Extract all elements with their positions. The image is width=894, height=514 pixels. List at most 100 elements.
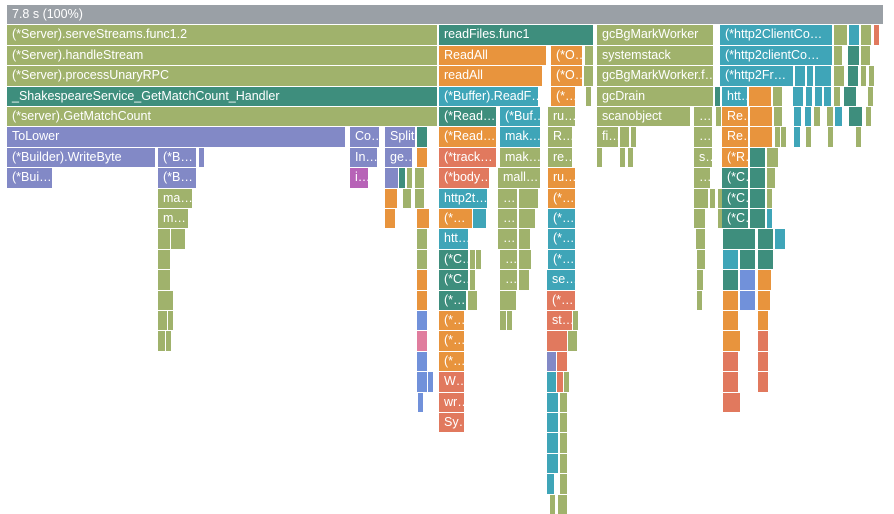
flame-cell[interactable]: (*Buf… <box>500 107 540 127</box>
flame-cell-fragment[interactable] <box>767 188 772 208</box>
flame-cell-fragment[interactable] <box>417 331 427 351</box>
flame-cell[interactable]: (*… <box>439 331 464 351</box>
flame-cell[interactable]: ru… <box>548 168 575 188</box>
flame-cell-fragment[interactable] <box>837 45 842 66</box>
flame-cell[interactable]: (*Builder).WriteByte <box>7 147 155 168</box>
flame-cell[interactable]: ru… <box>548 107 575 127</box>
flame-cell-fragment[interactable] <box>874 25 879 45</box>
flame-cell-fragment[interactable] <box>557 372 563 392</box>
flame-cell-fragment[interactable] <box>723 270 738 290</box>
flame-cell-fragment[interactable] <box>620 127 629 147</box>
flame-cell-fragment[interactable] <box>470 249 475 270</box>
flame-cell-fragment[interactable] <box>750 147 765 168</box>
flame-cell[interactable]: _ShakespeareService_GetMatchCount_Handle… <box>7 86 437 106</box>
flame-cell-fragment[interactable] <box>158 270 170 290</box>
flame-cell-fragment[interactable] <box>767 147 778 168</box>
flame-cell-fragment[interactable] <box>815 86 822 106</box>
flame-cell[interactable]: 7.8 s (100%) <box>7 5 883 25</box>
flame-cell[interactable]: st… <box>547 311 572 331</box>
flame-cell-fragment[interactable] <box>166 331 171 351</box>
flame-cell[interactable]: (*B… <box>158 147 196 168</box>
flame-cell[interactable]: (*… <box>548 188 575 208</box>
flame-cell-fragment[interactable] <box>519 249 531 270</box>
flame-cell[interactable]: ma… <box>158 188 192 208</box>
flame-cell-fragment[interactable] <box>519 229 530 249</box>
flame-cell[interactable]: … <box>498 229 517 249</box>
flame-cell-fragment[interactable] <box>834 25 847 45</box>
flame-cell-fragment[interactable] <box>174 229 179 249</box>
flame-cell-fragment[interactable] <box>586 86 591 106</box>
flame-cell-fragment[interactable] <box>560 453 567 474</box>
flame-cell-fragment[interactable] <box>476 249 481 270</box>
flame-cell[interactable]: (*Read… <box>439 127 496 147</box>
flame-cell-fragment[interactable] <box>550 494 555 514</box>
flame-cell-fragment[interactable] <box>750 188 765 208</box>
flame-cell-fragment[interactable] <box>750 127 772 147</box>
flame-cell-fragment[interactable] <box>715 86 720 106</box>
flame-cell-fragment[interactable] <box>385 188 397 208</box>
flame-cell-fragment[interactable] <box>723 311 738 331</box>
flame-cell-fragment[interactable] <box>861 45 870 66</box>
flame-cell-fragment[interactable] <box>694 209 705 229</box>
flame-cell[interactable]: scanobject <box>597 107 690 127</box>
flame-cell-fragment[interactable] <box>758 351 768 372</box>
flame-cell-fragment[interactable] <box>861 25 871 45</box>
flame-cell-fragment[interactable] <box>417 229 427 249</box>
flame-cell-fragment[interactable] <box>758 290 770 310</box>
flame-cell-fragment[interactable] <box>403 188 408 208</box>
flame-cell-fragment[interactable] <box>834 86 840 106</box>
flame-cell-fragment[interactable] <box>519 270 529 290</box>
flame-cell[interactable]: (*O… <box>551 45 582 66</box>
flame-cell[interactable]: m… <box>158 209 188 229</box>
flame-cell-fragment[interactable] <box>827 107 833 127</box>
flame-cell-fragment[interactable] <box>572 331 577 351</box>
flame-cell[interactable]: (*server).GetMatchCount <box>7 107 437 127</box>
flame-cell-fragment[interactable] <box>199 147 204 168</box>
flame-cell-fragment[interactable] <box>573 311 578 331</box>
flame-cell[interactable]: (*C… <box>439 249 468 270</box>
flame-cell-fragment[interactable] <box>472 290 477 310</box>
flame-cell[interactable]: (*C… <box>722 168 748 188</box>
flame-cell-fragment[interactable] <box>775 127 780 147</box>
flame-cell-fragment[interactable] <box>168 290 173 310</box>
flame-cell-fragment[interactable] <box>560 413 567 433</box>
flame-cell-fragment[interactable] <box>417 311 427 331</box>
flame-cell-fragment[interactable] <box>547 331 567 351</box>
flame-cell-fragment[interactable] <box>180 229 185 249</box>
flame-cell-fragment[interactable] <box>547 392 558 412</box>
flame-cell-fragment[interactable] <box>740 249 755 270</box>
flame-cell[interactable]: (*Server).handleStream <box>7 45 437 66</box>
flame-cell-fragment[interactable] <box>468 290 473 310</box>
flame-cell-fragment[interactable] <box>849 25 859 45</box>
flame-cell[interactable]: ToLower <box>7 127 345 147</box>
flame-cell-fragment[interactable] <box>835 107 842 127</box>
flame-cell-fragment[interactable] <box>815 66 831 86</box>
flame-cell-fragment[interactable] <box>805 107 811 127</box>
flame-cell-fragment[interactable] <box>473 209 486 229</box>
flame-cell[interactable]: (*Server).processUnaryRPC <box>7 66 437 86</box>
flame-cell-fragment[interactable] <box>793 86 803 106</box>
flame-cell[interactable]: gcDrain <box>597 86 713 106</box>
flame-cell-fragment[interactable] <box>758 249 773 270</box>
flame-cell-fragment[interactable] <box>844 86 856 106</box>
flame-cell-fragment[interactable] <box>158 331 165 351</box>
flame-cell-fragment[interactable] <box>415 188 424 208</box>
flame-cell-fragment[interactable] <box>588 66 593 86</box>
flame-cell[interactable]: htt… <box>722 86 747 106</box>
flame-cell[interactable]: (*C… <box>722 188 748 208</box>
flame-cell-fragment[interactable] <box>560 392 567 412</box>
flame-cell[interactable]: In… <box>350 147 377 168</box>
flame-cell-fragment[interactable] <box>774 107 782 127</box>
flame-cell-fragment[interactable] <box>620 147 625 168</box>
flame-cell-fragment[interactable] <box>758 372 768 392</box>
flame-cell[interactable]: Split <box>385 127 415 147</box>
flame-cell[interactable]: systemstack <box>597 45 713 66</box>
flame-cell-fragment[interactable] <box>500 311 506 331</box>
flame-cell[interactable]: gcBgMarkWorker.f… <box>597 66 713 86</box>
flame-cell-fragment[interactable] <box>694 188 708 208</box>
flame-cell-fragment[interactable] <box>697 249 705 270</box>
flame-cell-fragment[interactable] <box>507 311 512 331</box>
flame-cell-fragment[interactable] <box>177 229 182 249</box>
flame-cell-fragment[interactable] <box>564 372 569 392</box>
flame-cell-fragment[interactable] <box>794 127 800 147</box>
